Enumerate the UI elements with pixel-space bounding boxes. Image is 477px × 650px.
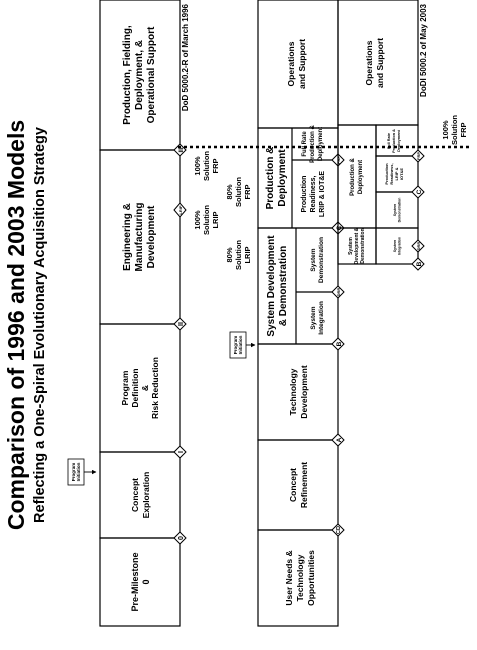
svg-text:0: 0 bbox=[178, 536, 185, 540]
svg-text:DRR: DRR bbox=[416, 242, 421, 251]
milestone-iii: III bbox=[173, 143, 187, 157]
milestones-1996: 0 I II LRIP III bbox=[173, 143, 187, 545]
label-pd-bottom: Production &Deployment bbox=[350, 158, 364, 196]
svg-text:FRP: FRP bbox=[416, 152, 421, 160]
doc-label-1996: DoD 5000.2-R of March 1996 bbox=[181, 3, 190, 111]
phase-label-emd: Engineering &ManufacturingDevelopment bbox=[122, 203, 157, 272]
doc-label-2003: DoDI 5000.2 of May 2003 bbox=[419, 3, 428, 96]
svg-text:DRR: DRR bbox=[336, 288, 341, 297]
milestone-a: A bbox=[331, 433, 345, 447]
svg-text:B: B bbox=[336, 341, 343, 346]
phase-box-production-fielding bbox=[99, 0, 181, 151]
milestone-b: B bbox=[331, 337, 345, 351]
phase-label-production-deployment: Production &Deployment bbox=[265, 147, 288, 210]
phase-label-pre-milestone: Pre-Milestone0 bbox=[130, 552, 151, 611]
phase-box-pre-milestone bbox=[99, 537, 181, 627]
title-block: Comparison of 1996 and 2003 Models Refle… bbox=[3, 120, 48, 530]
label-pd-readiness: ProductionReadiness,LRIP &IOT&E bbox=[384, 163, 404, 185]
subphase-box-pd-bottom bbox=[337, 124, 377, 229]
svg-text:A: A bbox=[336, 437, 343, 442]
lrip-note-1996: 100%SolutionLRIP bbox=[193, 205, 220, 235]
phase-labels-1996: Pre-Milestone0 ConceptExploration Progra… bbox=[120, 25, 160, 611]
svg-text:LRIP: LRIP bbox=[178, 205, 183, 214]
svg-text:CD: CD bbox=[336, 526, 342, 534]
svg-text:II: II bbox=[178, 322, 185, 326]
lrip-note-2003: 80%SolutionLRIP bbox=[225, 240, 252, 270]
milestone-drr-bottom: DRR bbox=[411, 239, 425, 253]
milestone-b-bottom: B bbox=[411, 257, 425, 271]
label-sd-demonstration-c: SystemDemonstration bbox=[393, 198, 402, 223]
frp-note-2003-bottom: 100%SolutionFRP bbox=[441, 115, 468, 145]
milestone-0: 0 bbox=[173, 531, 187, 545]
svg-text:III: III bbox=[179, 147, 185, 152]
phase-label-operations-bottom: Operationsand Support bbox=[364, 38, 385, 88]
milestone-c-bottom: C bbox=[411, 185, 425, 199]
phase-label-production-fielding: Production, Fielding,Deployment, &Operat… bbox=[122, 25, 157, 125]
milestone-drr-top: DRR bbox=[331, 285, 345, 299]
svg-text:C: C bbox=[416, 189, 423, 194]
milestone-cd: CD bbox=[331, 523, 345, 537]
subphase-box-pd-fullrate bbox=[375, 124, 419, 157]
sub-title: Reflecting a One-Spiral Evolutionary Acq… bbox=[32, 127, 48, 523]
label-sd-integration: SystemIntegration bbox=[393, 237, 402, 255]
svg-text:B: B bbox=[416, 261, 423, 266]
milestone-frp-bottom: FRP bbox=[411, 149, 425, 163]
milestone-i: I bbox=[173, 445, 187, 459]
label-pd-fullrate: Full RateProduction &Deployment bbox=[387, 129, 401, 153]
phase-box-concept-exploration bbox=[99, 451, 181, 539]
phase-label-program-definition: ProgramDefinition&Risk Reduction bbox=[120, 357, 160, 419]
program-initiation-2003: ProgramInitiation bbox=[229, 331, 256, 359]
subphase-system-demonstration: SystemDemonstration bbox=[310, 237, 325, 283]
milestones-2003-bottom: B DRR C FRP bbox=[411, 149, 425, 271]
phase-box-technology-development bbox=[257, 343, 339, 441]
label-sd-demo: SystemDevelopment &Demonstration bbox=[348, 227, 366, 264]
phase-labels-2003-top: User Needs &TechnologyOpportunities Conc… bbox=[265, 39, 326, 606]
program-initiation-1996: ProgramInitiation bbox=[67, 458, 97, 486]
main-title: Comparison of 1996 and 2003 Models bbox=[3, 120, 29, 530]
phase-box-concept-refinement bbox=[257, 439, 339, 531]
model-1996 bbox=[99, 0, 181, 627]
model-2003-bottom bbox=[337, 0, 419, 265]
milestone-ii: II bbox=[173, 317, 187, 331]
phase-label-concept-exploration: ConceptExploration bbox=[130, 472, 151, 519]
phase-label-operations-support: Operationsand Support bbox=[286, 39, 307, 89]
subphase-system-integration: SystemIntegration bbox=[310, 301, 325, 335]
frp-note-1996: 100%SolutionFRP bbox=[193, 151, 220, 181]
svg-text:ProgramInitiation: ProgramInitiation bbox=[233, 335, 243, 354]
milestone-lrip: LRIP bbox=[173, 202, 187, 218]
svg-text:I: I bbox=[178, 451, 185, 453]
svg-text:ProgramInitiation: ProgramInitiation bbox=[71, 462, 81, 481]
phase-labels-2003-bottom: Operationsand Support SystemIntegration … bbox=[348, 38, 404, 264]
frp-note-2003: 80%SolutionFRP bbox=[225, 177, 252, 207]
phase-label-user-needs: User Needs &TechnologyOpportunities bbox=[284, 550, 316, 606]
phase-label-sdd: System Development& Demonstration bbox=[266, 235, 289, 337]
phase-label-technology-development: TechnologyDevelopment bbox=[288, 365, 309, 419]
phase-label-concept-refinement: ConceptRefinement bbox=[288, 462, 309, 508]
